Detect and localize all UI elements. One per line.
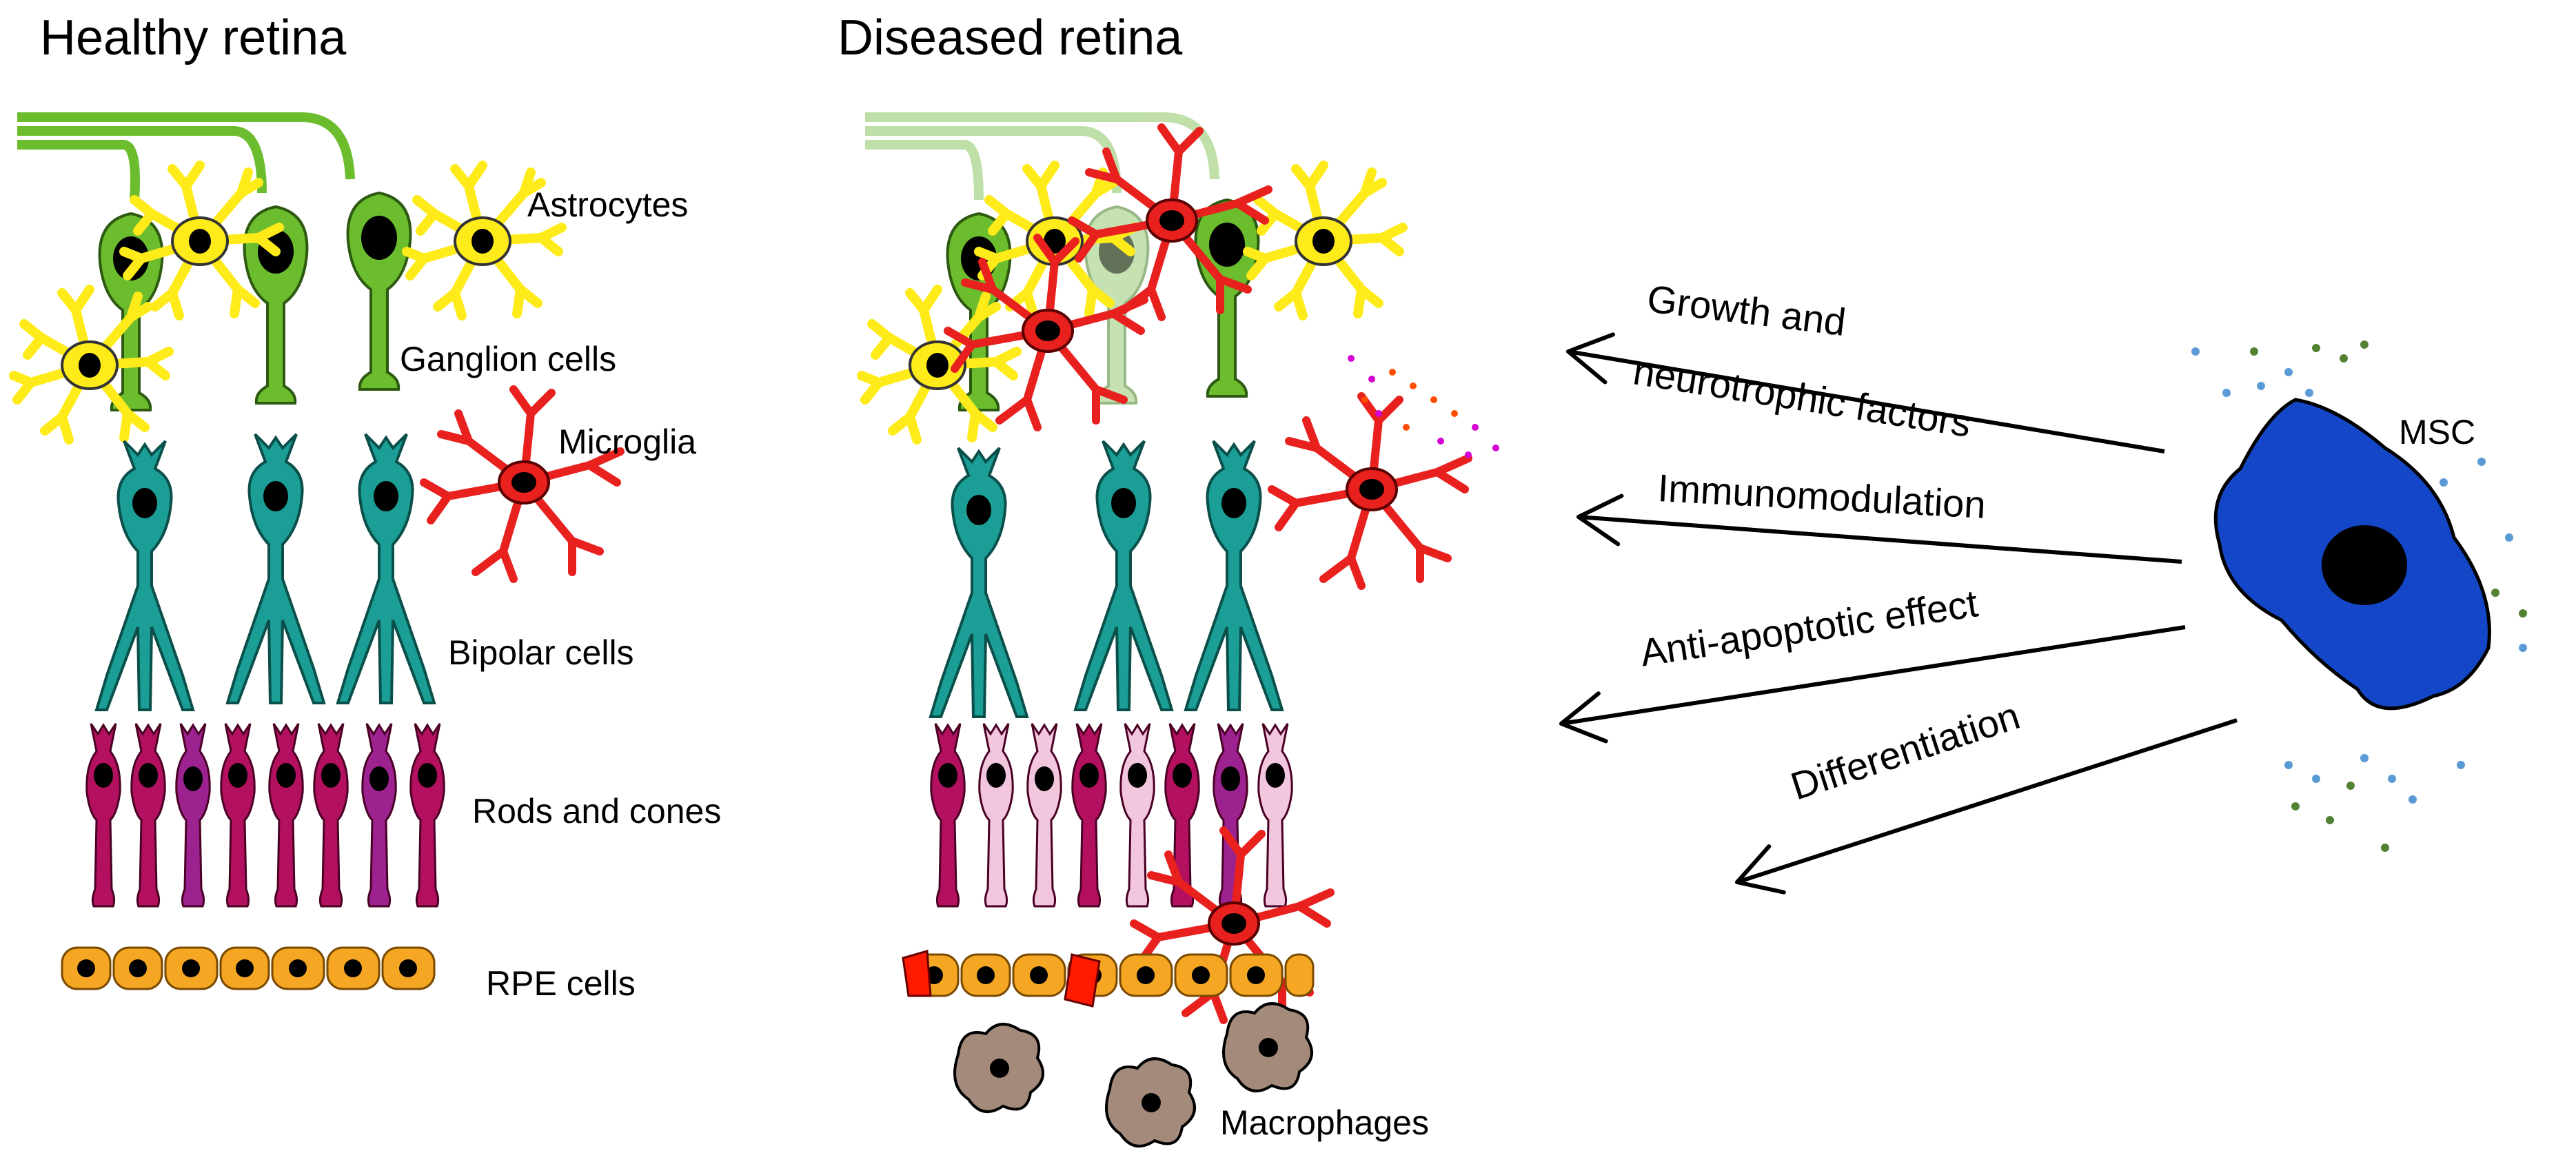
arrow-immunomodulation: [1576, 493, 2182, 564]
cytokine-dots: [1348, 355, 1499, 458]
rod: [85, 722, 121, 908]
ganglion-cells-label: Ganglion cells: [400, 340, 617, 378]
rods-and-cones-label: Rods and cones: [472, 792, 722, 830]
astrocyte: [862, 289, 1017, 440]
diseased-retina-panel: [862, 112, 1499, 1148]
healthy-retina-title: Healthy retina: [40, 10, 347, 65]
macrophage: [953, 1023, 1044, 1113]
bipolar-cell: [95, 440, 194, 711]
secreted-factors: [2191, 340, 2527, 852]
bipolar-cell: [1184, 440, 1284, 711]
astrocytes-label: Astrocytes: [527, 185, 689, 224]
macrophage: [1105, 1057, 1196, 1148]
rod: [130, 722, 166, 908]
rpe-cells-label: RPE cells: [486, 964, 636, 1003]
msc-panel: [1558, 327, 2527, 905]
microglia-label: Microglia: [558, 422, 697, 461]
bipolar-cells-label: Bipolar cells: [448, 633, 634, 672]
msc-nucleus: [2322, 525, 2407, 605]
rod: [1071, 722, 1107, 908]
rpe-layer: [61, 946, 436, 990]
rod: [220, 722, 256, 908]
microglia-cell: [424, 389, 620, 579]
rod: [930, 722, 966, 908]
rod-degenerated: [1119, 722, 1155, 908]
cone: [175, 722, 211, 908]
rpe-damage-marker: [1064, 953, 1101, 1008]
bipolar-cell: [336, 433, 436, 704]
rpe-damage-marker: [902, 950, 932, 997]
rod-degenerated: [1257, 722, 1293, 908]
bipolar-cell: [226, 433, 325, 704]
bipolar-cell: [929, 447, 1028, 718]
astrocyte: [14, 289, 169, 440]
microglia-cell: [1272, 396, 1468, 586]
rod: [313, 722, 349, 908]
rod: [268, 722, 304, 908]
bipolar-cell: [1074, 440, 1173, 711]
photoreceptor-row: [85, 722, 445, 908]
ganglion-cell: [1194, 198, 1260, 398]
macrophage: [1222, 1002, 1313, 1092]
cone: [361, 722, 397, 908]
macrophages-label: Macrophages: [1220, 1103, 1429, 1142]
diseased-retina-title: Diseased retina: [838, 10, 1183, 65]
arrow-differentiation: [1730, 718, 2238, 905]
arrow-anti-apoptotic: [1558, 625, 2186, 748]
rod: [409, 722, 445, 908]
rod-degenerated: [978, 722, 1014, 908]
msc-label: MSC: [2399, 413, 2476, 451]
photoreceptor-row: [930, 722, 1293, 908]
healthy-retina-panel: [14, 112, 620, 990]
rpe-layer: [909, 953, 1315, 997]
cone-degenerated: [1026, 722, 1062, 908]
arrow-growth-factors: [1564, 327, 2165, 453]
